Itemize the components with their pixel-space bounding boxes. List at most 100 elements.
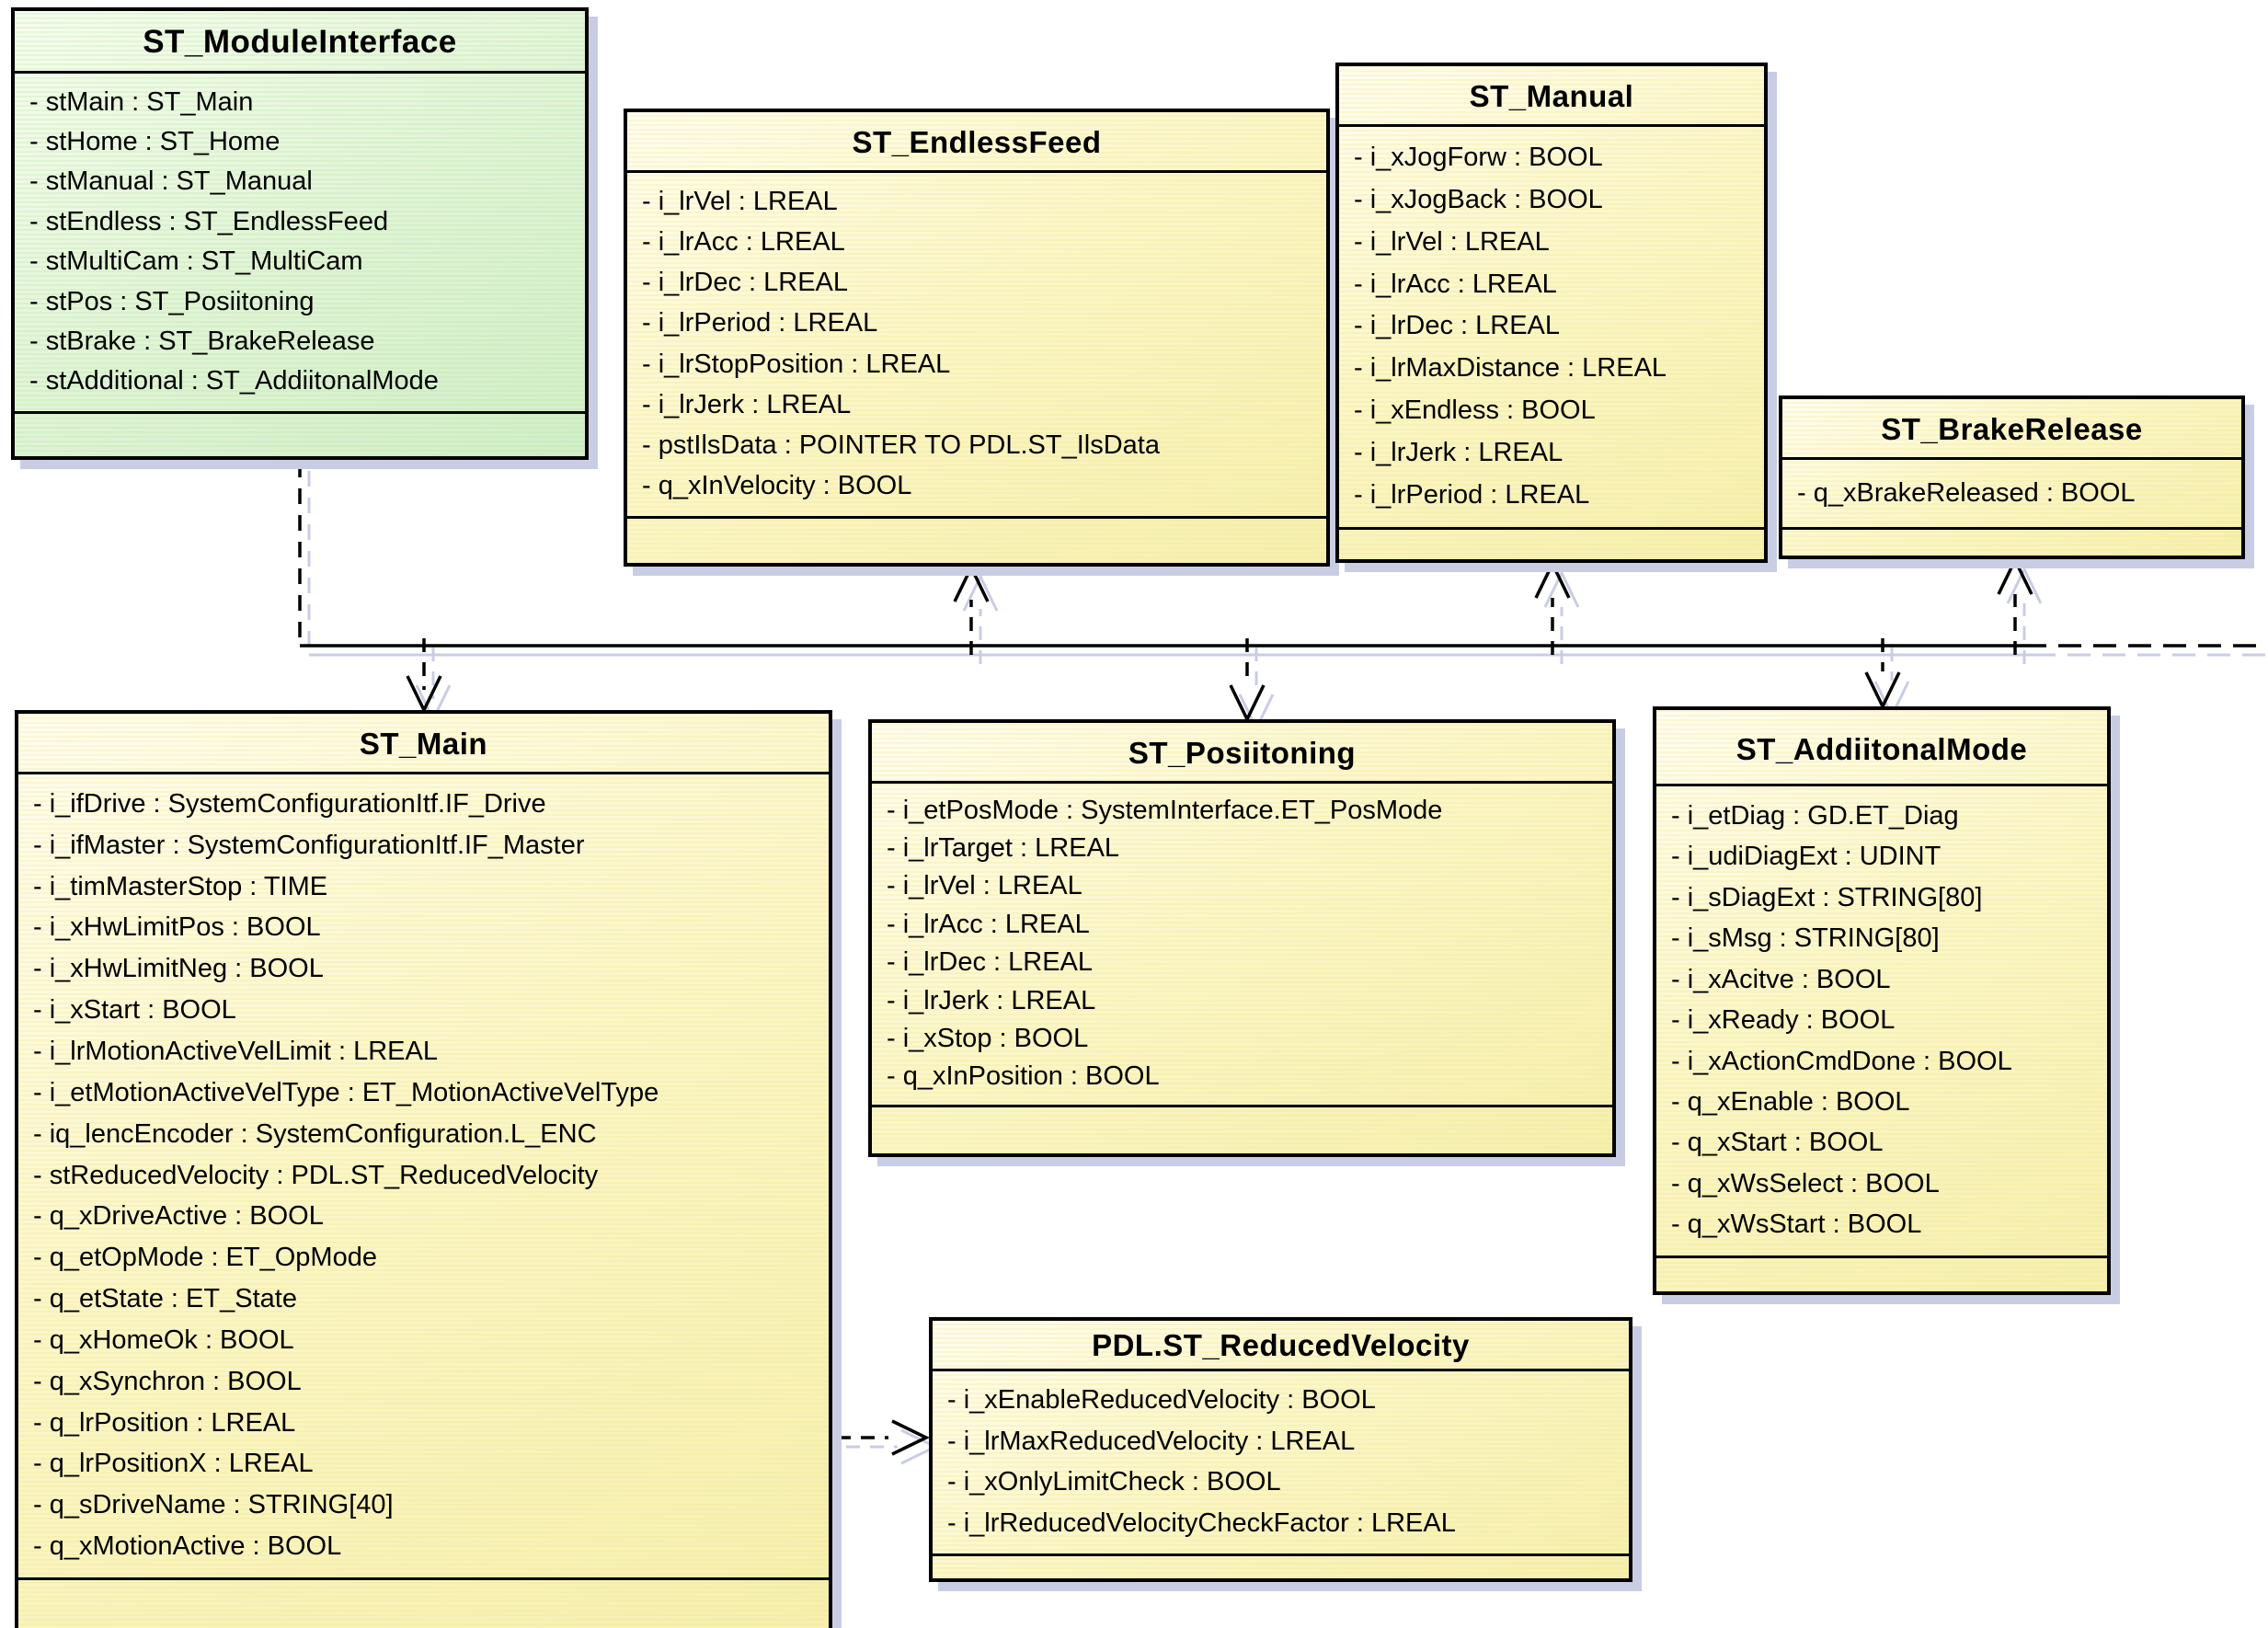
attribute: - i_xStop : BOOL	[887, 1024, 1089, 1054]
attribute: - i_lrPeriod : LREAL	[642, 308, 878, 338]
attribute: - stMain : ST_Main	[29, 86, 254, 117]
attribute: - q_xMotionActive : BOOL	[33, 1531, 342, 1562]
attribute-list: - i_lrVel : LREAL - i_lrAcc : LREAL - i_lr…	[627, 173, 1326, 516]
class-box-st-moduleinterface[interactable]: ST_ModuleInterface - stMain : ST_Main- s…	[11, 7, 589, 460]
attribute: - q_sDriveName : STRING[40]	[33, 1490, 394, 1520]
attribute: - i_timMasterStop : TIME	[33, 871, 328, 901]
attribute: - stHome : ST_Home	[29, 126, 281, 156]
attribute: - q_xWsSelect : BOOL	[1671, 1168, 1940, 1198]
attribute: - i_lrJerk : LREAL	[1354, 438, 1564, 468]
attribute: - stEndless : ST_EndlessFeed	[29, 206, 389, 236]
attribute: - i_xEnableReducedVelocity : BOOL	[947, 1385, 1376, 1416]
attribute: - i_xHwLimitPos : BOOL	[33, 912, 321, 943]
class-title: ST_Posiitoning	[872, 723, 1612, 784]
class-title: ST_Manual	[1339, 66, 1764, 127]
attribute: - q_xDriveActive : BOOL	[33, 1201, 324, 1232]
attribute-list: - i_xJogForw : BOOL - i_xJogBack : BOOL - …	[1339, 127, 1764, 527]
attribute: - q_lrPosition : LREAL	[33, 1407, 296, 1438]
attribute: - q_xBrakeReleased : BOOL	[1797, 477, 2136, 508]
class-box-st-manual[interactable]: ST_Manual - i_xJogForw : BOOL - i_xJogBac…	[1335, 63, 1768, 563]
attribute: - i_lrDec : LREAL	[642, 268, 849, 298]
class-title: ST_EndlessFeed	[627, 112, 1326, 173]
attribute: - q_xWsStart : BOOL	[1671, 1210, 1922, 1240]
attribute: - i_sMsg : STRING[80]	[1671, 923, 1940, 954]
attribute: - stAdditional : ST_AddiitonalMode	[29, 366, 439, 396]
attribute-list: - q_xBrakeReleased : BOOL	[1782, 460, 2241, 527]
attribute: - i_lrAcc : LREAL	[642, 227, 845, 258]
attribute: - i_xJogBack : BOOL	[1354, 184, 1603, 214]
attribute: - i_xEndless : BOOL	[1354, 396, 1596, 426]
attribute: - iq_lencEncoder : SystemConfiguration.L…	[33, 1118, 597, 1149]
operations-compartment-empty	[1656, 1255, 2107, 1291]
attribute: - i_etPosMode : SystemInterface.ET_PosMo…	[887, 795, 1443, 825]
attribute: - i_xJogForw : BOOL	[1354, 142, 1603, 172]
attribute: - q_xInVelocity : BOOL	[642, 470, 912, 500]
attribute: - i_lrJerk : LREAL	[887, 985, 1096, 1015]
class-box-st-addiitonalmode[interactable]: ST_AddiitonalMode - i_etDiag : GD.ET_Dia…	[1653, 706, 2111, 1295]
attribute: - i_lrDec : LREAL	[1354, 311, 1561, 341]
operations-compartment-empty	[18, 1577, 829, 1628]
attribute: - q_xStart : BOOL	[1671, 1128, 1884, 1158]
class-box-pdl-st-reducedvelocity[interactable]: PDL.ST_ReducedVelocity - i_xEnableReduce…	[929, 1317, 1632, 1582]
attribute: - i_sDiagExt : STRING[80]	[1671, 882, 1983, 912]
attribute: - stBrake : ST_BrakeRelease	[29, 327, 375, 357]
attribute: - i_lrVel : LREAL	[887, 871, 1082, 901]
attribute-list: - stMain : ST_Main - stHome : ST_Home - st…	[15, 74, 585, 411]
attribute: - q_xInPosition : BOOL	[887, 1061, 1160, 1092]
attribute: - i_lrStopPosition : LREAL	[642, 349, 951, 379]
attribute: - i_lrPeriod : LREAL	[1354, 479, 1590, 510]
attribute: - stMultiCam : ST_MultiCam	[29, 246, 363, 277]
class-title: ST_Main	[18, 714, 829, 774]
operations-compartment-empty	[872, 1105, 1612, 1153]
operations-compartment-empty	[15, 411, 585, 456]
attribute-list: - i_etDiag : GD.ET_Diag - i_udiDiagExt : …	[1656, 786, 2107, 1255]
attribute: - i_lrMaxDistance : LREAL	[1354, 353, 1667, 384]
attribute-list: - i_ifDrive : SystemConfigurationItf.IF_…	[18, 774, 829, 1577]
attribute: - i_ifMaster : SystemConfigurationItf.IF…	[33, 830, 585, 860]
class-box-st-brakerelease[interactable]: ST_BrakeRelease - q_xBrakeReleased : BOO…	[1779, 396, 2245, 559]
attribute: - i_lrMaxReducedVelocity : LREAL	[947, 1426, 1356, 1456]
attribute: - i_lrVel : LREAL	[642, 187, 838, 217]
attribute: - q_xSynchron : BOOL	[33, 1366, 302, 1396]
class-box-st-posiitoning[interactable]: ST_Posiitoning - i_etPosMode : SystemInt…	[868, 719, 1616, 1157]
attribute: - i_udiDiagExt : UDINT	[1671, 842, 1942, 872]
attribute: - i_xStart : BOOL	[33, 995, 236, 1026]
operations-compartment-empty	[1339, 527, 1764, 559]
attribute: - i_lrVel : LREAL	[1354, 226, 1550, 257]
attribute: - i_xOnlyLimitCheck : BOOL	[947, 1467, 1281, 1497]
attribute: - i_lrAcc : LREAL	[1354, 269, 1557, 299]
attribute: - i_ifDrive : SystemConfigurationItf.IF_…	[33, 788, 546, 819]
attribute: - i_xAcitve : BOOL	[1671, 964, 1891, 994]
attribute: - q_etOpMode : ET_OpMode	[33, 1243, 377, 1273]
operations-compartment-empty	[933, 1553, 1629, 1578]
attribute: - i_xHwLimitNeg : BOOL	[33, 954, 324, 984]
class-title: PDL.ST_ReducedVelocity	[933, 1321, 1629, 1371]
attribute: - i_xReady : BOOL	[1671, 1005, 1896, 1036]
attribute: - stManual : ST_Manual	[29, 166, 313, 197]
attribute: - stPos : ST_Posiitoning	[29, 286, 315, 316]
operations-compartment-empty	[1782, 527, 2241, 556]
attribute-list: - i_xEnableReducedVelocity : BOOL - i_lrM…	[933, 1371, 1629, 1553]
attribute: - i_lrMotionActiveVelLimit : LREAL	[33, 1037, 438, 1067]
attribute: - i_lrTarget : LREAL	[887, 832, 1120, 863]
attribute: - q_lrPositionX : LREAL	[33, 1449, 314, 1479]
class-box-st-endlessfeed[interactable]: ST_EndlessFeed - i_lrVel : LREAL - i_lrAc…	[624, 109, 1330, 567]
attribute: - q_etState : ET_State	[33, 1284, 297, 1314]
attribute: - i_lrJerk : LREAL	[642, 389, 852, 419]
attribute: - i_lrReducedVelocityCheckFactor : LREAL	[947, 1508, 1456, 1538]
attribute: - i_etDiag : GD.ET_Diag	[1671, 800, 1959, 831]
class-title: ST_AddiitonalMode	[1656, 710, 2107, 786]
attribute: - i_xActionCmdDone : BOOL	[1671, 1046, 2012, 1076]
attribute: - q_xHomeOk : BOOL	[33, 1324, 294, 1355]
attribute: - i_etMotionActiveVelType : ET_MotionAct…	[33, 1077, 659, 1107]
class-box-st-main[interactable]: ST_Main - i_ifDrive : SystemConfiguratio…	[15, 710, 832, 1628]
class-title: ST_BrakeRelease	[1782, 399, 2241, 460]
class-title: ST_ModuleInterface	[15, 11, 585, 74]
attribute: - pstIlsData : POINTER TO PDL.ST_IlsData	[642, 430, 1160, 460]
attribute: - i_lrDec : LREAL	[887, 947, 1094, 978]
attribute: - i_lrAcc : LREAL	[887, 909, 1090, 939]
attribute: - q_xEnable : BOOL	[1671, 1086, 1910, 1117]
attribute-list: - i_etPosMode : SystemInterface.ET_PosMo…	[872, 784, 1612, 1105]
attribute: - stReducedVelocity : PDL.ST_ReducedVelo…	[33, 1160, 599, 1190]
